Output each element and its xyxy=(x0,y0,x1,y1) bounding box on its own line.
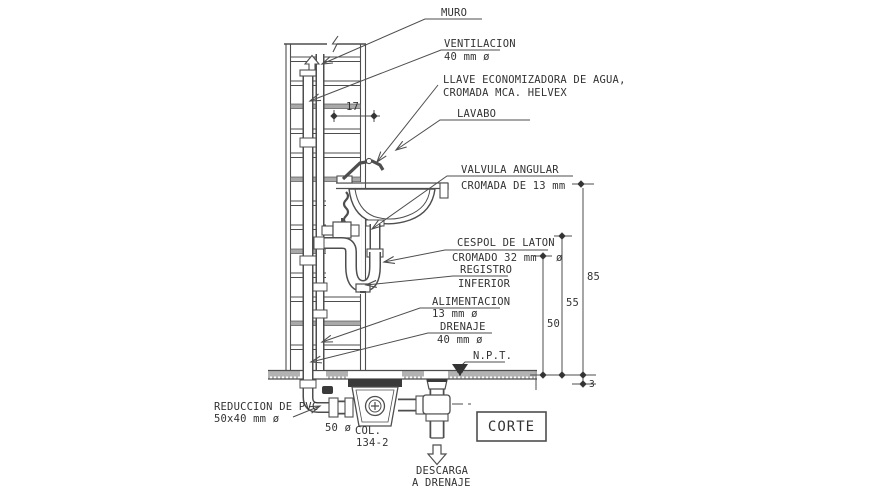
floor-registry-box xyxy=(348,379,402,427)
dim-3: 3 xyxy=(589,379,595,390)
leader-muro xyxy=(322,18,482,64)
counter-apron xyxy=(439,182,449,199)
view-title-box: CORTE xyxy=(476,411,547,442)
label-col-2: 134-2 xyxy=(356,437,389,449)
label-drenaje-1: DRENAJE xyxy=(440,321,486,333)
reducer-coupling xyxy=(328,397,339,418)
leader-lavabo xyxy=(396,119,530,150)
dim-50: 50 xyxy=(547,318,560,330)
drain-elbow xyxy=(422,394,451,415)
npt-level-marker xyxy=(452,364,468,376)
vent-cap xyxy=(299,69,317,77)
leader-llave xyxy=(377,84,439,162)
p-trap xyxy=(313,224,384,293)
label-npt: N.P.T. xyxy=(473,350,512,362)
leader-cespol xyxy=(384,249,548,262)
label-valvula-2: CROMADA DE 13 mm xyxy=(461,180,565,192)
leader-valvula xyxy=(372,175,573,229)
label-reduccion-1: REDUCCION DE PVC xyxy=(214,401,318,413)
reducer-run xyxy=(328,397,354,418)
label-muro: MURO xyxy=(441,7,467,19)
label-valvula-1: VALVULA ANGULAR xyxy=(461,164,559,176)
label-ventilacion-1: VENTILACION xyxy=(444,38,516,50)
dimension-lines xyxy=(330,110,596,388)
stub-fitting xyxy=(322,386,333,394)
label-cespol-2: CROMADO 32 mm xyxy=(452,252,537,264)
break-symbol xyxy=(331,35,339,53)
leader-lines xyxy=(292,18,573,418)
label-cespol-1: CESPOL DE LATON xyxy=(457,237,555,249)
label-cespol-diam: ø xyxy=(556,252,563,264)
label-registro-1: REGISTRO xyxy=(460,264,512,276)
dim-85: 85 xyxy=(587,271,600,283)
dim-55: 55 xyxy=(566,297,579,309)
leader-alimentacion xyxy=(322,307,500,342)
label-registro-2: INFERIOR xyxy=(458,278,511,290)
view-title: CORTE xyxy=(488,419,535,435)
dim-17: 17 xyxy=(346,101,359,113)
wall-courses xyxy=(290,56,361,350)
annotations: MURO VENTILACION 40 mm ø LLAVE ECONOMIZA… xyxy=(214,7,626,489)
leader-drenaje xyxy=(311,332,492,362)
label-llave-1: LLAVE ECONOMIZADORA DE AGUA, xyxy=(443,74,626,86)
vent-flow-arrow-icon xyxy=(303,54,321,71)
leader-ventilacion xyxy=(310,49,500,101)
label-llave-2: CROMADA MCA. HELVEX xyxy=(443,87,567,99)
label-alimentacion-1: ALIMENTACION xyxy=(432,296,510,308)
label-descarga-2: A DRENAJE xyxy=(412,477,471,489)
label-reduccion-2: 50x40 mm ø xyxy=(214,413,280,425)
discharge-branch xyxy=(398,379,471,439)
discharge-arrow-icon xyxy=(426,444,448,466)
label-descarga-1: DESCARGA xyxy=(416,465,469,477)
leader-reduccion xyxy=(292,406,320,418)
label-ventilacion-2: 40 mm ø xyxy=(444,51,490,63)
flexible-hose xyxy=(342,191,350,224)
leader-registro xyxy=(366,275,508,285)
supply-riser-pipe xyxy=(312,54,328,370)
label-drenaje-2: 40 mm ø xyxy=(437,334,483,346)
washbasin-bowl xyxy=(348,188,436,227)
label-alimentacion-2: 13 mm ø xyxy=(432,308,478,320)
label-pipe50: 50 ø xyxy=(325,422,352,434)
faucet xyxy=(336,157,385,184)
label-col-1: COL. xyxy=(355,425,381,437)
label-lavabo: LAVABO xyxy=(457,108,496,120)
